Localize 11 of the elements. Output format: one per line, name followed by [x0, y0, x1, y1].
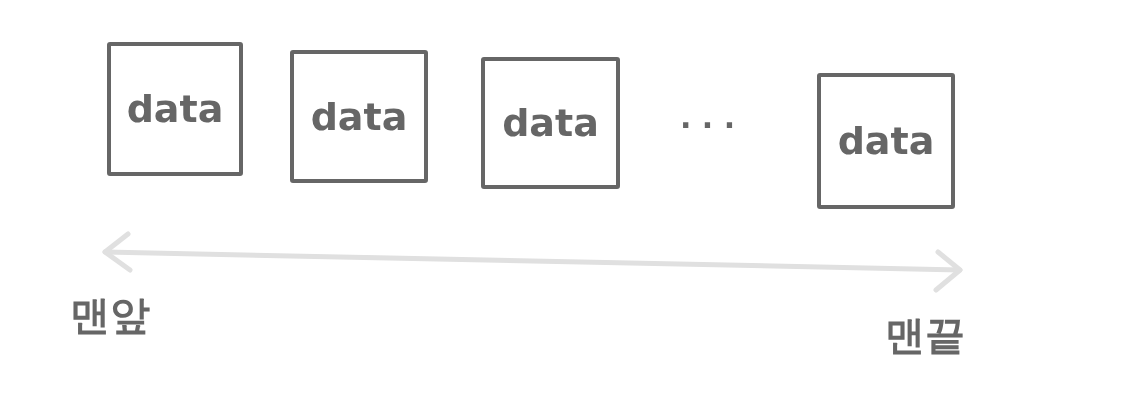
box-label: data — [126, 87, 224, 131]
box-label: data — [310, 94, 408, 139]
end-label: 맨앞 — [70, 291, 150, 340]
data-box — [481, 57, 620, 189]
box-label: data — [502, 101, 599, 145]
box-label: data — [837, 119, 935, 163]
ellipsis: · · · — [680, 108, 736, 143]
data-box — [107, 42, 243, 176]
data-box — [290, 50, 428, 183]
end-label: 맨끝 — [885, 311, 965, 360]
data-box — [817, 73, 955, 209]
